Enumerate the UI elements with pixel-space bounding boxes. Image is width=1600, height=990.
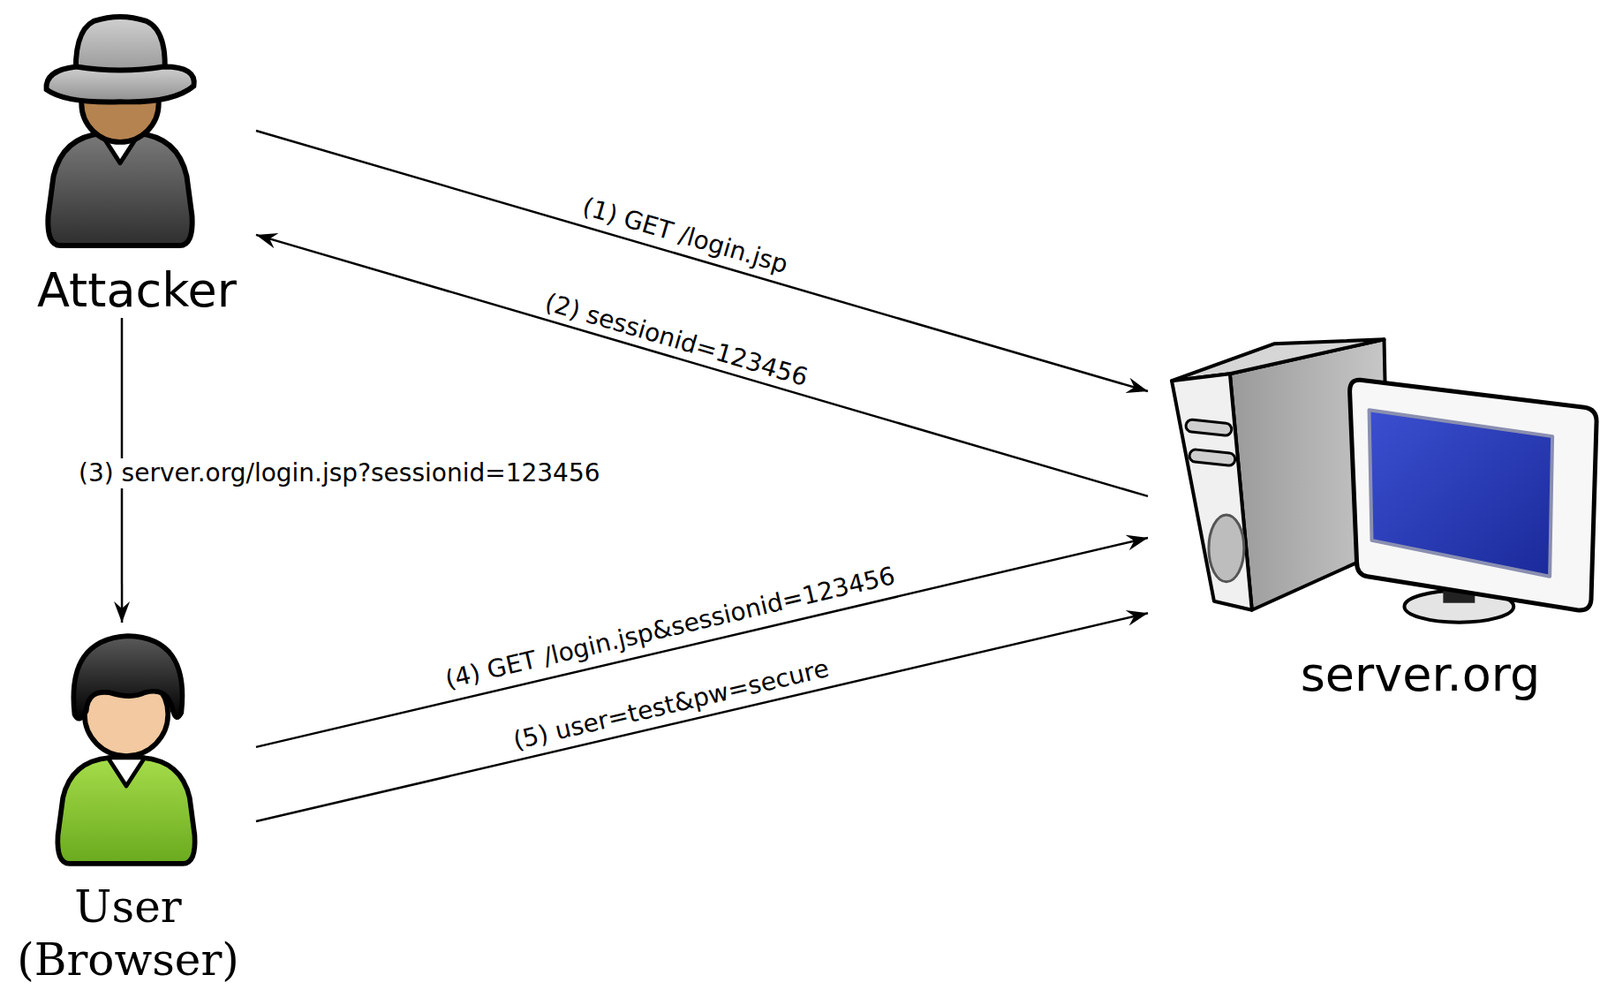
attacker-body [47, 133, 192, 246]
message-arrow [256, 234, 1148, 497]
user-collar [107, 757, 145, 786]
message-arrow [256, 612, 1148, 822]
actor-node: server.org [1147, 331, 1596, 702]
actor-node: Attacker [17, 4, 257, 318]
tower-front [1171, 373, 1253, 610]
monitor-screen [1369, 409, 1554, 577]
message-label: (3) server.org/login.jsp?sessionid=12345… [76, 458, 603, 489]
monitor-frame [1350, 379, 1597, 611]
message-label: (1) GET /login.jsp [579, 191, 792, 280]
actor-node: User (Browser) [0, 622, 257, 987]
user-hair [73, 635, 182, 719]
actor-label: User (Browser) [13, 880, 243, 987]
actor-label: Attacker [37, 263, 237, 318]
attacker-figure [40, 5, 200, 251]
user-body [57, 757, 195, 864]
message-label: (2) sessionid=123456 [542, 286, 812, 393]
actor-label: server.org [1300, 647, 1541, 702]
server-computer [1168, 336, 1600, 628]
user-figure [51, 629, 202, 870]
drive-slot [1188, 448, 1236, 466]
tower-top [1171, 339, 1385, 381]
tower-disk [1208, 514, 1245, 582]
drive-slot [1184, 418, 1232, 436]
message-arrow [256, 537, 1148, 748]
attacker-hat-brim [45, 67, 194, 103]
